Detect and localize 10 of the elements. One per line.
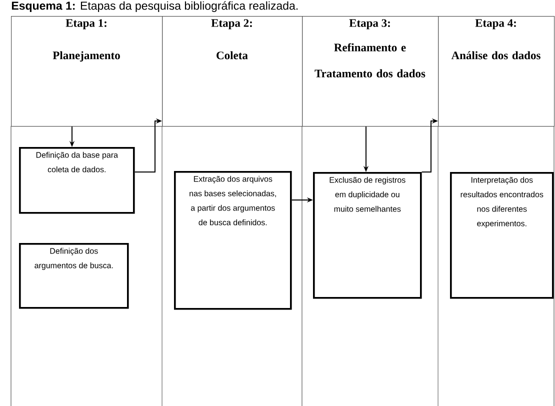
process-box: Definição da base para coleta de dados. bbox=[19, 147, 135, 214]
process-box: Definição dos argumentos de busca. bbox=[19, 242, 129, 309]
header-cell: Etapa 4: Análise dos dados bbox=[438, 16, 555, 127]
header-cell: Etapa 2: Coleta bbox=[162, 16, 303, 127]
figure-title: Esquema 1: Etapas da pesquisa bibliográfica realizada. bbox=[12, 1, 298, 12]
process-box: Extração dos arquivos nas bases selecionadas, a partir dos argumentos de busca definidos. bbox=[174, 171, 292, 310]
header-cell: Etapa 1: Planejamento bbox=[11, 16, 163, 127]
header-cell: Etapa 3: Refinamento e Tratamento dos dados bbox=[302, 16, 439, 127]
process-box: Interpretação dos resultados encontrados nos diferentes experimentos. bbox=[450, 172, 554, 299]
process-box: Exclusão de registros em duplicidade ou muito semelhantes bbox=[313, 172, 422, 299]
